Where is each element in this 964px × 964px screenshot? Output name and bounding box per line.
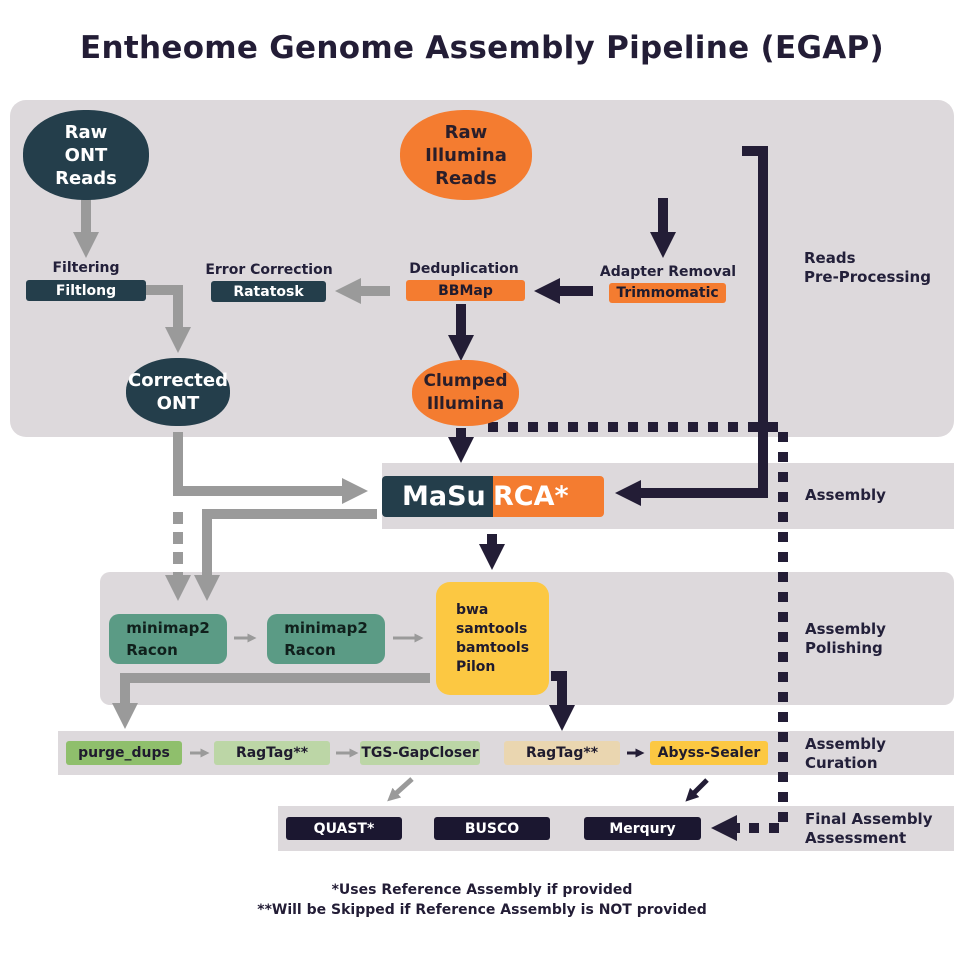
section-label-assessment: Final Assembly Assessment (805, 810, 933, 847)
tgs-gapcloser-tool: TGS-GapCloser (360, 741, 480, 765)
merqury-tool: Merqury (584, 817, 701, 840)
racon-round1: minimap2 Racon (109, 614, 227, 664)
corrected-ont-cloud: Corrected ONT (126, 358, 230, 426)
arrow-curation-to-quast (387, 777, 414, 802)
masurca-part2: RCA* (493, 476, 604, 517)
busco-tool: BUSCO (434, 817, 550, 840)
arrow-pilon-to-ragtag (549, 671, 575, 731)
pilon-polishing: bwa samtools bamtools Pilon (436, 582, 549, 695)
corrected-ont-label: Corrected ONT (128, 370, 228, 414)
deduplication-title: Deduplication (409, 261, 519, 277)
section-label-curation: Assembly Curation (805, 735, 886, 772)
filtering-title: Filtering (52, 260, 120, 276)
arrow-polish-to-purge (112, 673, 430, 729)
section-label-polishing: Assembly Polishing (805, 620, 886, 657)
clumped-illumina-label: Clumped Illumina (423, 371, 508, 414)
purge-dups-tool: purge_dups (66, 741, 182, 765)
adapter-removal-title: Adapter Removal (599, 264, 737, 280)
quast-tool: QUAST* (286, 817, 402, 840)
arrow-masurca-to-racon (194, 509, 377, 601)
trimmomatic-tool: Trimmomatic (609, 283, 726, 303)
filtlong-tool: Filtlong (26, 280, 146, 301)
abyss-sealer-tool: Abyss-Sealer (650, 741, 768, 765)
bbmap-tool: BBMap (406, 280, 525, 301)
masurca-part1: MaSu (382, 476, 493, 517)
racon-round2: minimap2 Racon (267, 614, 385, 664)
arrow-raw-illumina-to-masurca (615, 146, 768, 506)
section-label-assembly: Assembly (805, 486, 886, 504)
masurca-tool: MaSu RCA* (382, 476, 604, 517)
section-label-preprocessing: Reads Pre-Processing (804, 249, 931, 286)
ragtag-tool-a: RagTag** (214, 741, 330, 765)
page-title: Entheome Genome Assembly Pipeline (EGAP) (80, 30, 884, 66)
arrow-corrected-to-masurca (173, 432, 368, 504)
error-correction-title: Error Correction (205, 262, 333, 278)
arrow-filtlong-to-corrected (146, 285, 191, 353)
footnote-reference: *Uses Reference Assembly if provided (331, 882, 633, 898)
clumped-illumina-cloud: Clumped Illumina (412, 360, 519, 426)
ratatosk-tool: Ratatosk (211, 281, 326, 302)
footnote-skipped: **Will be Skipped if Reference Assembly … (257, 902, 707, 918)
raw-ont-reads-label: Raw ONT Reads (55, 121, 117, 189)
raw-illumina-reads-cloud: Raw Illumina Reads (400, 110, 532, 200)
ragtag-tool-b: RagTag** (504, 741, 620, 765)
raw-illumina-reads-label: Raw Illumina Reads (425, 121, 507, 189)
raw-ont-reads-cloud: Raw ONT Reads (23, 110, 149, 200)
arrow-dotted-illumina-to-merqury (488, 422, 788, 833)
arrow-curation-to-merqury (685, 778, 709, 802)
